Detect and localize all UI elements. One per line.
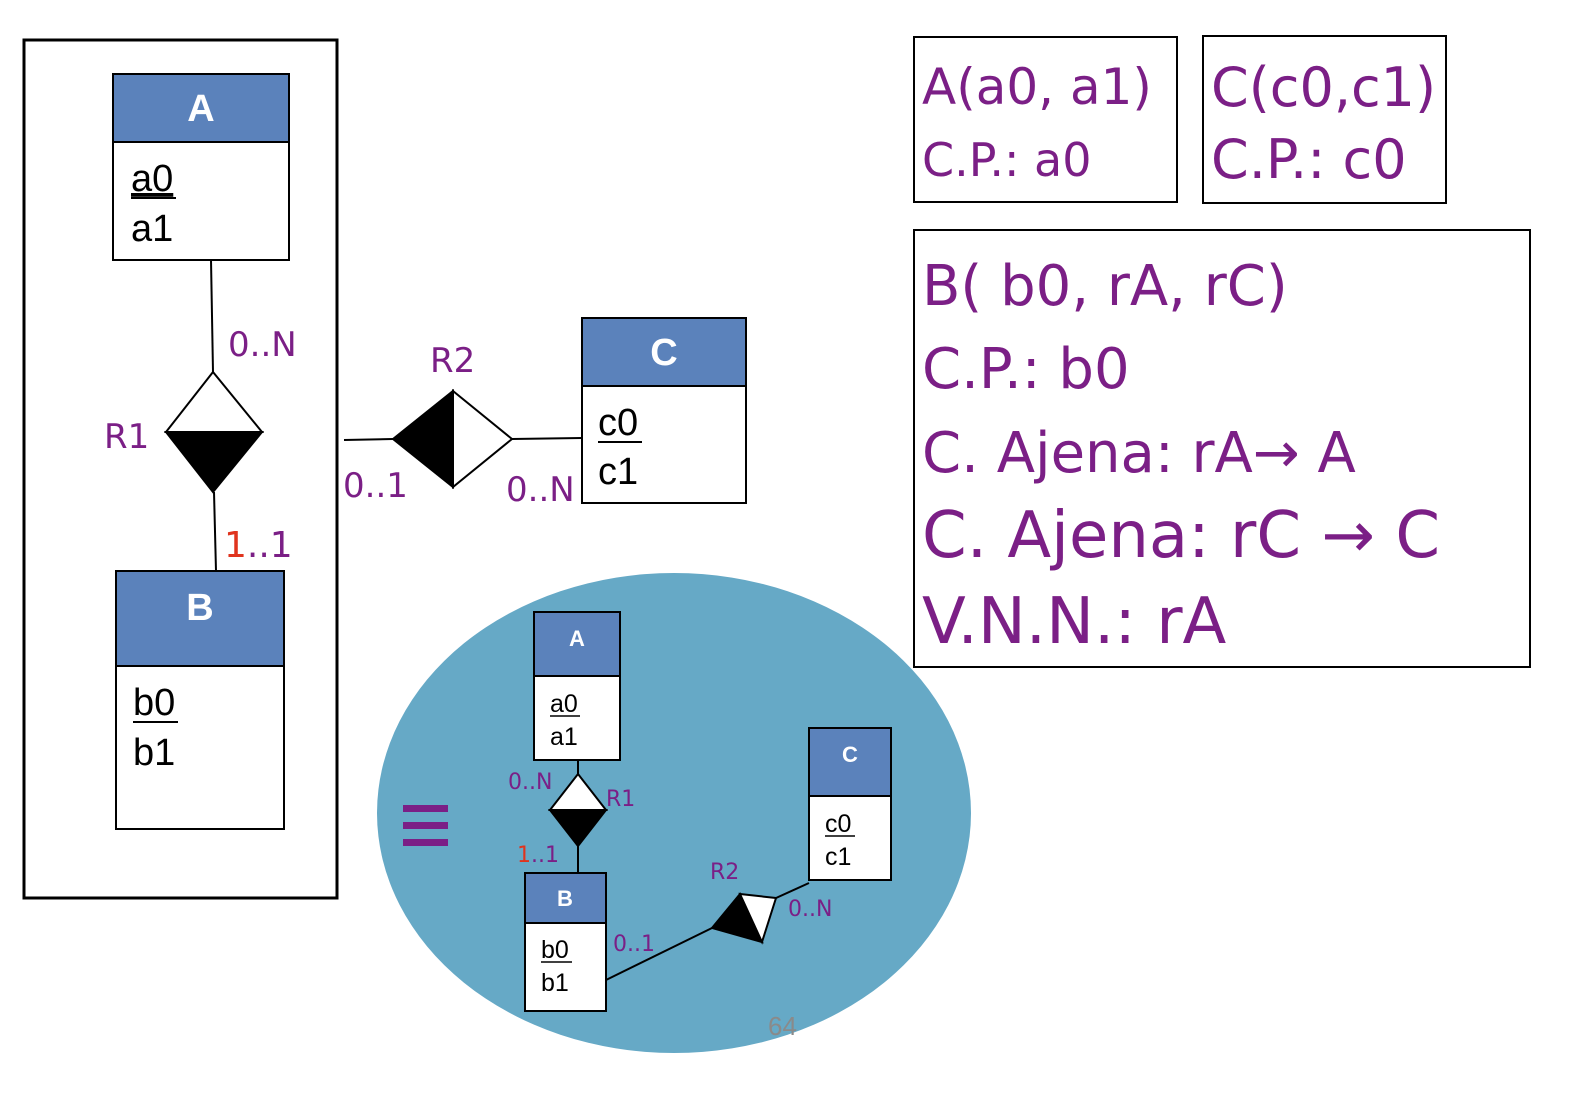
equiv-r1-cardinality-b: 1..1 [517,843,559,868]
schema-a-relation: A(a0, a1) [922,58,1152,116]
equiv-entity-c-header [808,727,892,797]
equiv-entity-a[interactable]: A a0 a1 [533,611,621,761]
r1-diamond-top [163,370,265,433]
r2-label: R2 [430,341,475,381]
entity-a-title: A [187,88,214,130]
schema-c-pk: C.P.: c0 [1211,128,1407,191]
entity-a-pk-attr: a0 [131,158,173,200]
entity-c-attr: c1 [598,451,638,493]
equiv-entity-c[interactable]: C c0 c1 [808,727,892,881]
equiv-entity-b-attr: b1 [541,969,569,997]
entity-c[interactable]: C c0 c1 [581,317,747,504]
equiv-r1-cardinality-b-max: ..1 [531,843,559,868]
r1-cardinality-b-max: ..1 [247,525,293,566]
r2-relationship[interactable] [391,388,514,490]
page-number: 64 [768,1011,797,1041]
entity-b[interactable]: B b0 b1 [115,570,285,830]
equiv-r1-label: R1 [606,787,635,812]
equiv-entity-b-body [524,922,607,1012]
r2-line-left [343,438,394,441]
entity-b-body [115,665,285,830]
equiv-r2-cardinality-b: 0..1 [613,932,655,957]
equivalence-symbol [403,805,448,846]
entity-a[interactable]: A a0 a1 [112,73,290,261]
entity-b-title: B [186,587,213,629]
equiv-r1-relationship[interactable] [547,772,609,848]
equiv-r2-line-to-b [605,927,713,981]
r1-label: R1 [104,417,149,457]
r2-cardinality-c: 0..N [506,470,575,510]
entity-a-attr: a1 [131,208,173,250]
r1-cardinality-b: 1..1 [224,525,293,566]
entity-c-body [581,385,747,504]
schema-b-pk: C.P.: b0 [922,337,1130,402]
schema-b-not-null: V.N.N.: rA [922,585,1227,659]
schema-box-a: A(a0, a1) C.P.: a0 [913,36,1178,203]
equiv-r2-label: R2 [710,860,739,885]
equiv-entity-c-body [808,795,892,881]
equiv-entity-b[interactable]: B b0 b1 [524,872,607,1012]
entity-b-header [115,570,285,667]
r2-diamond-right [452,388,514,490]
equiv-r2-relationship[interactable] [710,892,778,945]
schema-b-relation: B( b0, rA, rC) [922,254,1288,319]
r1-diamond-bottom [163,431,265,494]
schema-box-b: B( b0, rA, rC) C.P.: b0 C. Ajena: rA→ A … [913,229,1531,668]
equiv-entity-b-title: B [557,886,573,911]
schema-c-relation: C(c0,c1) [1211,56,1436,119]
entity-b-pk-attr: b0 [133,682,175,724]
equiv-r2-diamond-right [738,892,778,945]
schema-a-pk: C.P.: a0 [922,133,1092,187]
r1-cardinality-a: 0..N [228,325,297,365]
r1-line-to-a [210,259,214,373]
equiv-entity-a-title: A [569,626,585,651]
entity-c-pk-attr: c0 [598,402,638,444]
entity-a-body [112,141,290,261]
r2-line-to-c [511,437,583,440]
equiv-entity-c-attr: c1 [825,843,851,871]
aggregation-frame [22,38,339,900]
schema-b-fk-rc: C. Ajena: rC → C [922,499,1440,573]
r2-cardinality-b: 0..1 [343,466,408,506]
equiv-entity-c-title: C [842,742,858,767]
equiv-r2-line-to-c [775,882,810,899]
r1-cardinality-b-min: 1 [224,525,247,566]
schema-b-fk-ra: C. Ajena: rA→ A [922,421,1356,486]
equiv-r1-cardinality-b-min: 1 [517,843,531,868]
equiv-entity-a-attr: a1 [550,723,578,751]
equiv-r1-cardinality-a: 0..N [508,770,552,795]
equiv-entity-b-header [524,872,607,924]
equiv-entity-c-pk-attr: c0 [825,810,851,838]
r1-line-to-b [213,491,217,572]
equiv-r2-cardinality-c: 0..N [788,897,832,922]
equiv-r1-diamond-bottom [547,809,609,848]
r1-relationship[interactable] [163,370,265,494]
equiv-entity-a-body [533,675,621,761]
entity-b-attr: b1 [133,732,175,774]
equiv-entity-b-pk-attr: b0 [541,936,569,964]
equiv-entity-a-header [533,611,621,677]
schema-box-c: C(c0,c1) C.P.: c0 [1202,35,1447,204]
equiv-entity-a-pk-attr: a0 [550,690,578,718]
entity-c-title: C [650,332,677,374]
